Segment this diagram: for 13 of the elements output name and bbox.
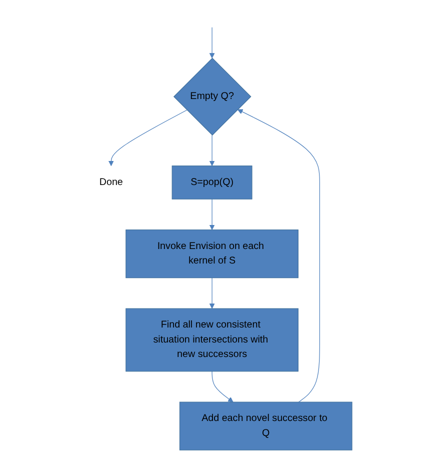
arrow — [209, 278, 215, 309]
arrow — [108, 110, 188, 166]
node-box: Invoke Envision on each kernel of S — [126, 230, 299, 278]
node-box: S=pop(Q) — [172, 166, 252, 200]
node-text: Done — [99, 176, 123, 188]
arrow — [212, 371, 234, 402]
arrow — [209, 198, 215, 230]
arrow — [209, 134, 215, 166]
node-diamond: Empty Q? — [173, 58, 252, 136]
arrow — [238, 109, 320, 402]
node-box: Add each novel successor to Q — [179, 402, 352, 450]
node-box: Find all new consistent situation intersections with new successors — [126, 308, 299, 372]
arrow — [209, 27, 215, 58]
